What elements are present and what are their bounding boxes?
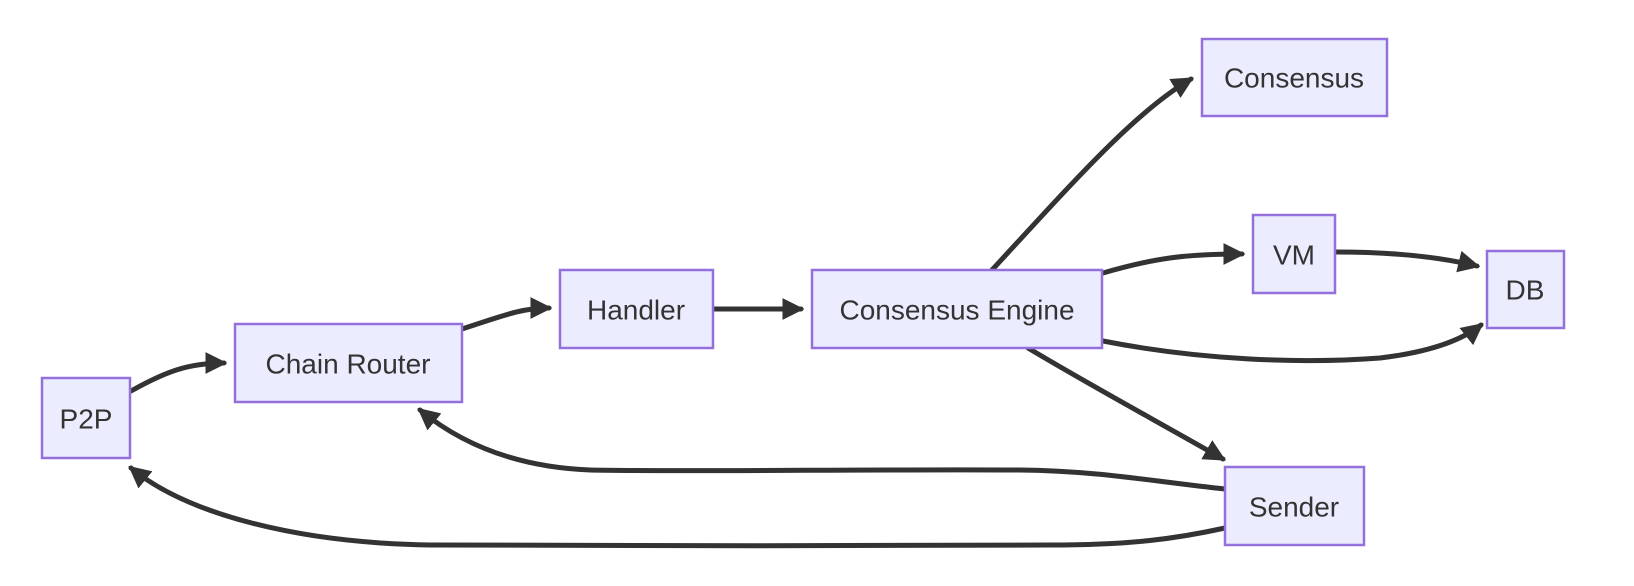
node-sender-box xyxy=(1223,465,1366,547)
node-consensus-engine-box xyxy=(810,268,1104,350)
node-p2p: P2P xyxy=(40,376,132,460)
edge-layer xyxy=(128,76,1484,549)
node-sender-label: Sender xyxy=(1249,492,1339,523)
node-p2p-label: P2P xyxy=(60,404,113,435)
node-chain-router: Chain Router xyxy=(233,322,464,404)
edge-sender-chain-router xyxy=(417,407,1228,492)
node-handler: Handler xyxy=(558,268,715,350)
edge-consensus-engine-consensus xyxy=(989,76,1194,273)
node-chain-router-label: Chain Router xyxy=(266,349,431,380)
node-vm-box xyxy=(1251,213,1337,295)
node-consensus: Consensus xyxy=(1200,37,1389,118)
node-db: DB xyxy=(1485,249,1566,330)
node-consensus-engine-label: Consensus Engine xyxy=(839,295,1074,326)
node-db-label: DB xyxy=(1506,275,1545,306)
node-consensus-box xyxy=(1200,37,1389,118)
node-chain-router-box xyxy=(233,322,464,404)
edge-vm-db xyxy=(1333,249,1481,273)
edge-consensus-engine-db xyxy=(1100,322,1484,364)
edge-consensus-engine-vm xyxy=(1100,243,1246,276)
node-handler-label: Handler xyxy=(587,295,685,326)
edge-consensus-engine-sender xyxy=(1025,345,1226,462)
node-consensus-engine: Consensus Engine xyxy=(810,268,1104,350)
node-db-box xyxy=(1485,249,1566,330)
node-sender: Sender xyxy=(1223,465,1366,547)
node-p2p-box xyxy=(40,376,132,460)
node-handler-box xyxy=(558,268,715,350)
edge-sender-p2p xyxy=(128,465,1228,549)
node-consensus-label: Consensus xyxy=(1224,63,1364,94)
node-layer: P2P Chain Router Handler Consensus Engin… xyxy=(40,37,1566,547)
edge-p2p-chain-router xyxy=(128,352,228,394)
node-vm-label: VM xyxy=(1273,240,1315,271)
edge-chain-router-handler xyxy=(459,297,553,332)
node-vm: VM xyxy=(1251,213,1337,295)
